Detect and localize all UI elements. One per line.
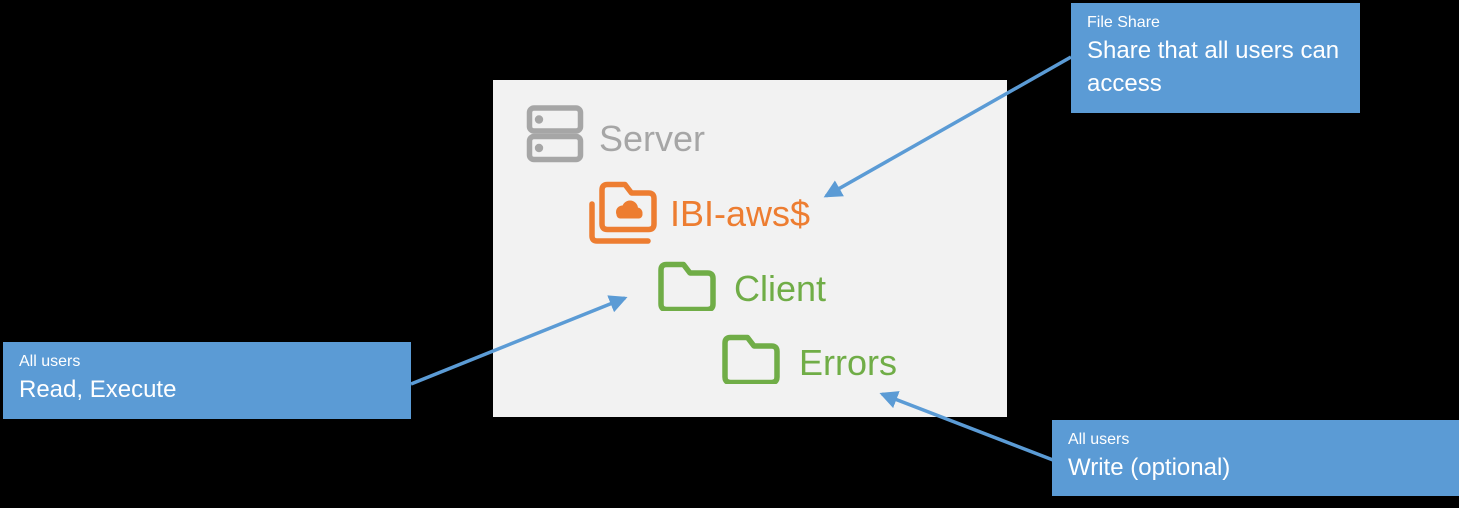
callout-body: Write (optional) bbox=[1068, 454, 1231, 481]
callout-title: File Share bbox=[1087, 14, 1160, 31]
callout-file-share: File Share Share that all users can acce… bbox=[1071, 3, 1360, 113]
errors-folder-label: Errors bbox=[799, 342, 897, 383]
callout-body: Read, Execute bbox=[19, 376, 177, 403]
server-share-panel: Server IBI-aws$ Client Errors bbox=[493, 80, 1007, 417]
cloud-glyph bbox=[616, 200, 643, 219]
cloud-share-folder-icon bbox=[589, 181, 657, 244]
callout-read-execute: All users Read, Execute bbox=[3, 342, 411, 419]
client-folder-label: Client bbox=[734, 268, 827, 309]
server-label: Server bbox=[599, 118, 706, 159]
callout-title: All users bbox=[1068, 431, 1130, 448]
callout-write-optional: All users Write (optional) bbox=[1052, 420, 1459, 496]
folder-icon bbox=[658, 261, 716, 311]
folder-icon bbox=[722, 334, 780, 384]
ibi-aws-share-label: IBI-aws$ bbox=[670, 193, 811, 234]
server-icon bbox=[526, 105, 584, 163]
callout-body: Share that all users can access bbox=[1087, 37, 1340, 97]
callout-title: All users bbox=[19, 353, 81, 370]
